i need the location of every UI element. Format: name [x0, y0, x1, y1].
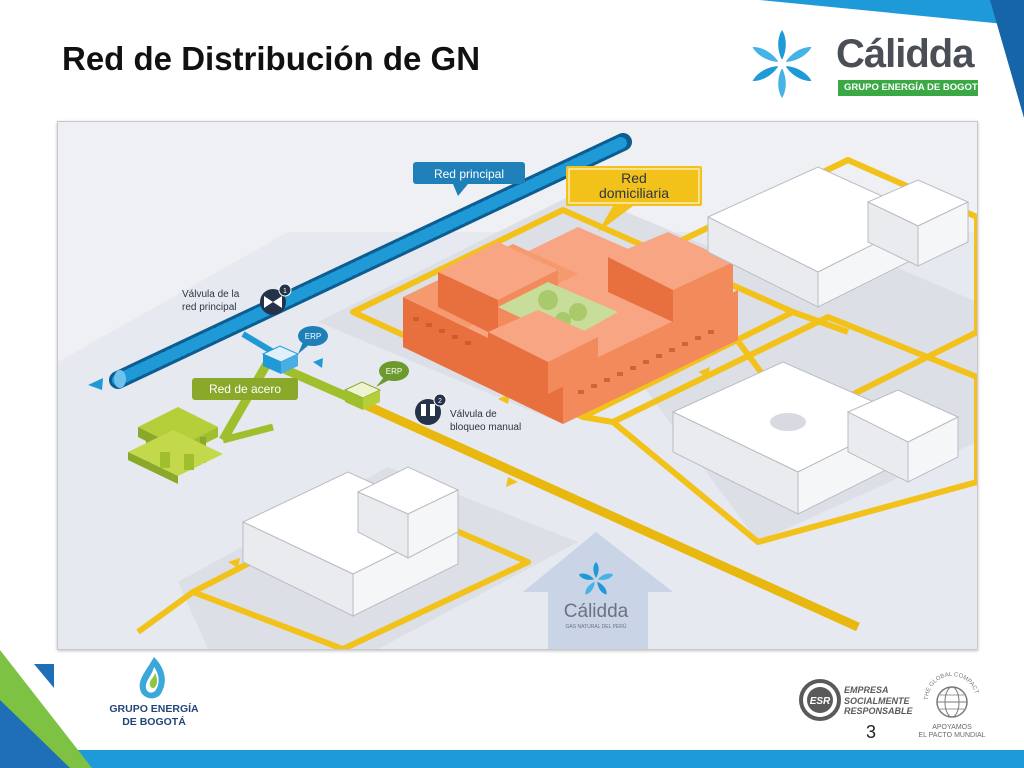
main-valve-icon — [260, 283, 292, 315]
erp-station-2 — [343, 381, 382, 410]
esr-line-2: SOCIALMENTE — [844, 695, 910, 706]
calidda-logo: Cálidda GRUPO ENERGÍA DE BOGOTÁ — [742, 22, 992, 104]
gas-station — [128, 407, 223, 484]
valve-number-2: 2 — [438, 398, 442, 405]
gc-ring-text: THE GLOBAL COMPACT — [924, 672, 979, 700]
ggb-line-2: DE BOGOTÁ — [122, 716, 186, 728]
label-erp-2: ERP — [386, 367, 402, 376]
erp-badge-2 — [376, 361, 409, 387]
page-title: Red de Distribución de GN — [62, 40, 481, 77]
global-compact-globe-icon: THE GLOBAL COMPACT — [924, 672, 979, 718]
gc-line-2: EL PACTO MUNDIAL — [918, 732, 986, 739]
calidda-star-icon — [752, 30, 812, 98]
center-logo-name: Cálidda — [564, 601, 629, 622]
label-valvula-red-principal-2: red principal — [182, 302, 236, 313]
red-domiciliaria-callout — [566, 166, 702, 232]
valve-number-1: 1 — [283, 288, 287, 295]
esr-circle-icon: ESR — [799, 679, 841, 721]
red-principal-callout — [413, 162, 525, 196]
manual-block-valve-icon — [415, 393, 447, 425]
label-red-domiciliaria-2: domiciliaria — [599, 185, 669, 201]
label-red-domiciliaria-1: Red — [621, 170, 647, 186]
global-compact-logo: THE GLOBAL COMPACT APOYAMOS EL PACTO MUN… — [916, 668, 988, 740]
erp-badge-1 — [298, 326, 328, 354]
esr-line-1: EMPRESA — [844, 685, 889, 695]
red-de-acero-callout — [192, 378, 298, 400]
calidda-tagline: GRUPO ENERGÍA DE BOGOTÁ — [844, 82, 985, 93]
main-yellow-feeder — [346, 392, 860, 632]
distribution-network-illustration: Red principal Red domiciliaria Válvula d… — [57, 121, 978, 650]
bottom-left-blue-triangle — [0, 700, 70, 768]
svg-text:THE GLOBAL COMPACT: THE GLOBAL COMPACT — [924, 672, 979, 700]
top-right-accent-dark — [990, 0, 1024, 118]
ggb-line-1: GRUPO ENERGÍA — [109, 703, 199, 715]
esr-logo: ESR EMPRESA SOCIALMENTE RESPONSABLE — [798, 676, 913, 726]
orange-residential-complex — [403, 227, 738, 424]
esr-mark: ESR — [810, 696, 831, 707]
grupo-energia-bogota-logo: GRUPO ENERGÍA DE BOGOTÁ — [104, 655, 214, 735]
label-erp-1: ERP — [305, 332, 321, 341]
page-number: 3 — [866, 722, 877, 742]
center-calidda-arrow — [523, 532, 673, 649]
calidda-tagline-band: GRUPO ENERGÍA DE BOGOTÁ — [838, 80, 985, 96]
bottom-blue-band — [0, 750, 1024, 768]
label-valvula-bloqueo-1: Válvula de — [450, 409, 497, 420]
label-red-de-acero: Red de acero — [209, 382, 281, 396]
bottom-left-green-triangle — [0, 650, 92, 768]
center-logo-tagline: GAS NATURAL DEL PERÚ — [566, 623, 627, 630]
calidda-wordmark: Cálidda — [836, 32, 974, 76]
white-buildings-right — [671, 361, 960, 515]
label-valvula-bloqueo-2: bloqueo manual — [450, 422, 521, 433]
esr-text: EMPRESA SOCIALMENTE RESPONSABLE — [844, 685, 913, 717]
white-buildings-top-right — [706, 166, 970, 308]
main-pipeline — [109, 133, 632, 389]
esr-line-3: RESPONSABLE — [844, 706, 913, 716]
white-buildings-bottom-left — [241, 466, 460, 617]
ggb-flame-icon — [139, 657, 165, 699]
gc-line-1: APOYAMOS — [932, 724, 972, 731]
label-red-principal: Red principal — [434, 167, 504, 181]
bottom-left-small-blue — [34, 664, 54, 688]
label-valvula-red-principal-1: Válvula de la — [182, 289, 240, 300]
